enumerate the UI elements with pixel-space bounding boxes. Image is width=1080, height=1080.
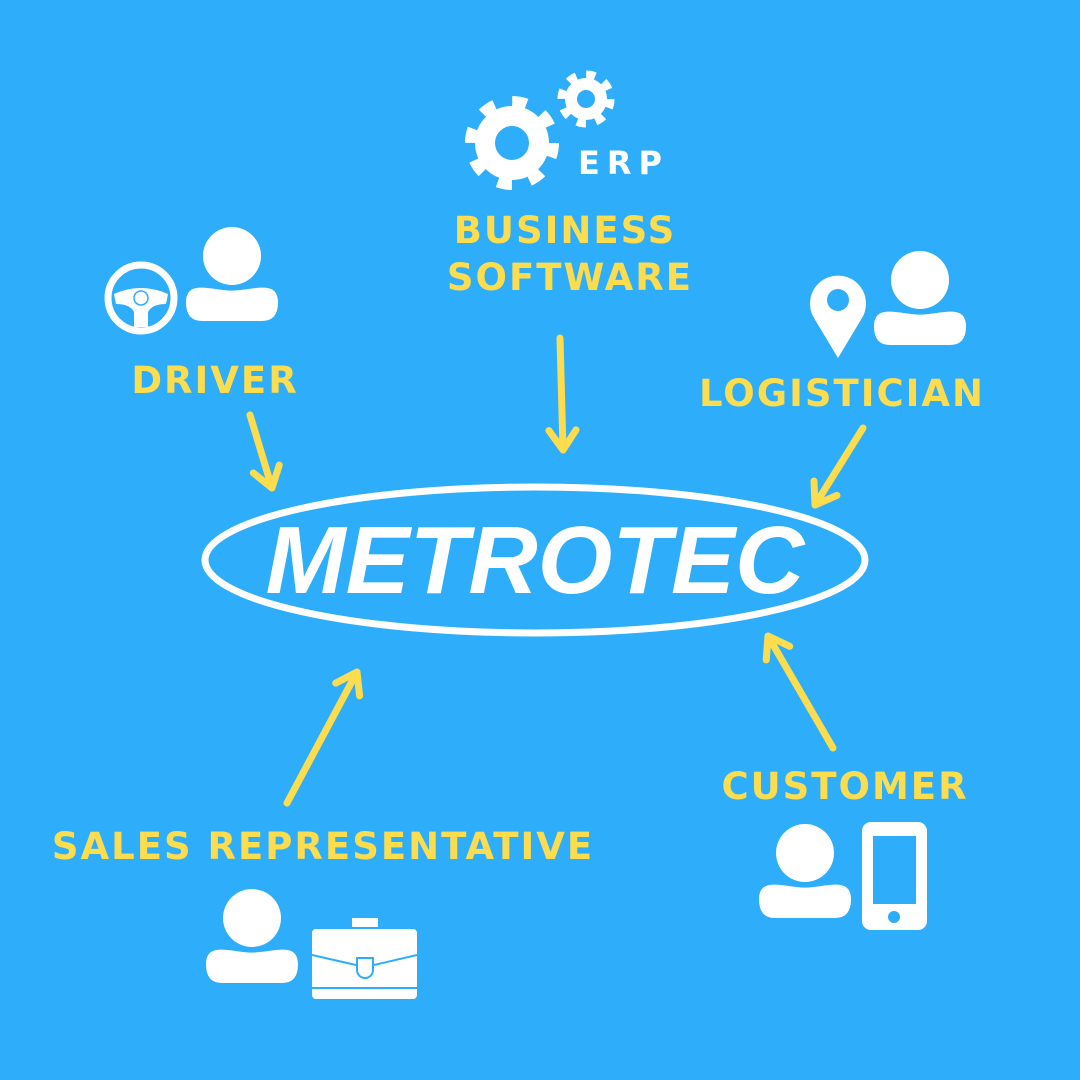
logo-ellipse [201, 483, 869, 637]
driver-label: DRIVER [131, 359, 298, 402]
logistician-node: LOGISTICIAN [699, 251, 985, 415]
gear-small-icon [557, 70, 615, 128]
erp-text: ERP [578, 144, 669, 182]
sales-representative-node: SALES REPRESENTATIVE [52, 825, 594, 999]
briefcase-icon [311, 918, 418, 999]
smartphone-icon [862, 822, 927, 930]
location-pin-icon [810, 275, 866, 358]
business-software-label-line1: BUSINESS [454, 209, 677, 252]
driver-arrow [246, 411, 283, 492]
sales-arrow [283, 668, 364, 807]
software-arrow [545, 334, 580, 454]
arrows [246, 334, 867, 807]
gear-large-icon [465, 96, 559, 190]
customer-label: CUSTOMER [721, 765, 968, 808]
driver-node: DRIVER [104, 227, 298, 402]
metrotec-logo: METROTEC [266, 507, 806, 614]
business-software-label-line2: SOFTWARE [447, 256, 693, 299]
customer-arrow [762, 632, 837, 752]
logistician-label: LOGISTICIAN [699, 372, 985, 415]
steering-wheel-icon [104, 261, 178, 335]
business-software-node: ERP BUSINESS SOFTWARE [447, 70, 693, 299]
sales-representative-label: SALES REPRESENTATIVE [52, 825, 594, 868]
metrotec-node: METROTEC [201, 483, 869, 637]
customer-node: CUSTOMER [721, 765, 968, 930]
logistician-arrow [810, 424, 867, 509]
